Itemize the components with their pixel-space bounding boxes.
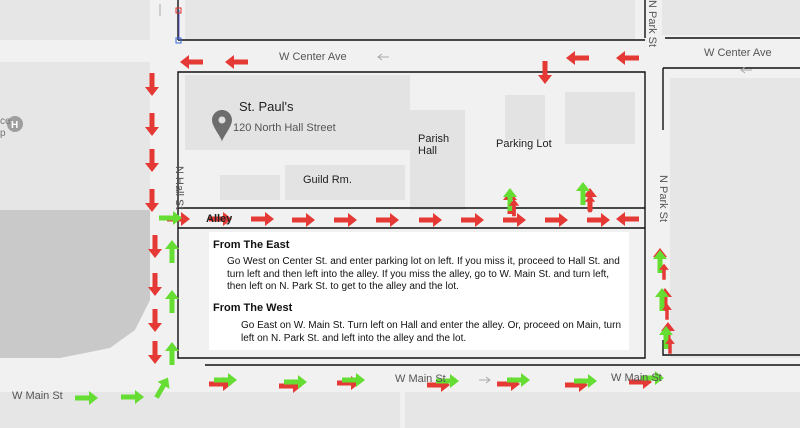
from-west-title: From The West	[213, 302, 293, 314]
street-label-main-right: W Main St	[611, 372, 662, 384]
church-name[interactable]: St. Paul's	[239, 99, 294, 114]
from-west-text: Go East on W. Main St. Turn left on Hall…	[241, 320, 622, 344]
street-label-center-right: W Center Ave	[704, 47, 772, 59]
guild-room-label: Guild Rm.	[303, 174, 352, 186]
street-label-main-left: W Main St	[12, 390, 63, 402]
from-east-text: Go West on Center St. and enter parking …	[227, 256, 620, 292]
partial-poi-label: ce p	[0, 116, 11, 139]
one-way-arrow-icon	[159, 4, 752, 384]
parking-lot-label: Parking Lot	[496, 138, 552, 150]
street-label-center-left: W Center Ave	[279, 51, 347, 63]
svg-text:H: H	[11, 120, 18, 131]
from-east-title: From The East	[213, 239, 290, 251]
street-label-park: N Park St	[657, 175, 669, 223]
hospital-icon[interactable]	[7, 116, 23, 132]
map-pin-icon[interactable]	[212, 110, 232, 142]
selection-handle-top[interactable]	[175, 7, 182, 14]
gray-lot	[0, 210, 150, 358]
church-address: 120 North Hall Street	[233, 122, 336, 134]
street-label-hall: N Hall St	[173, 166, 185, 210]
block-outlines	[177, 0, 800, 366]
selection-handle-bottom[interactable]	[175, 37, 182, 44]
street-label-park-top: N Park St	[646, 0, 658, 48]
directions-panel: From The East Go West on Center St. and …	[209, 232, 629, 350]
alley-label: Alley	[206, 213, 233, 225]
street-label-main-mid: W Main St	[395, 373, 446, 385]
parish-hall-label: Parish Hall	[418, 133, 450, 157]
